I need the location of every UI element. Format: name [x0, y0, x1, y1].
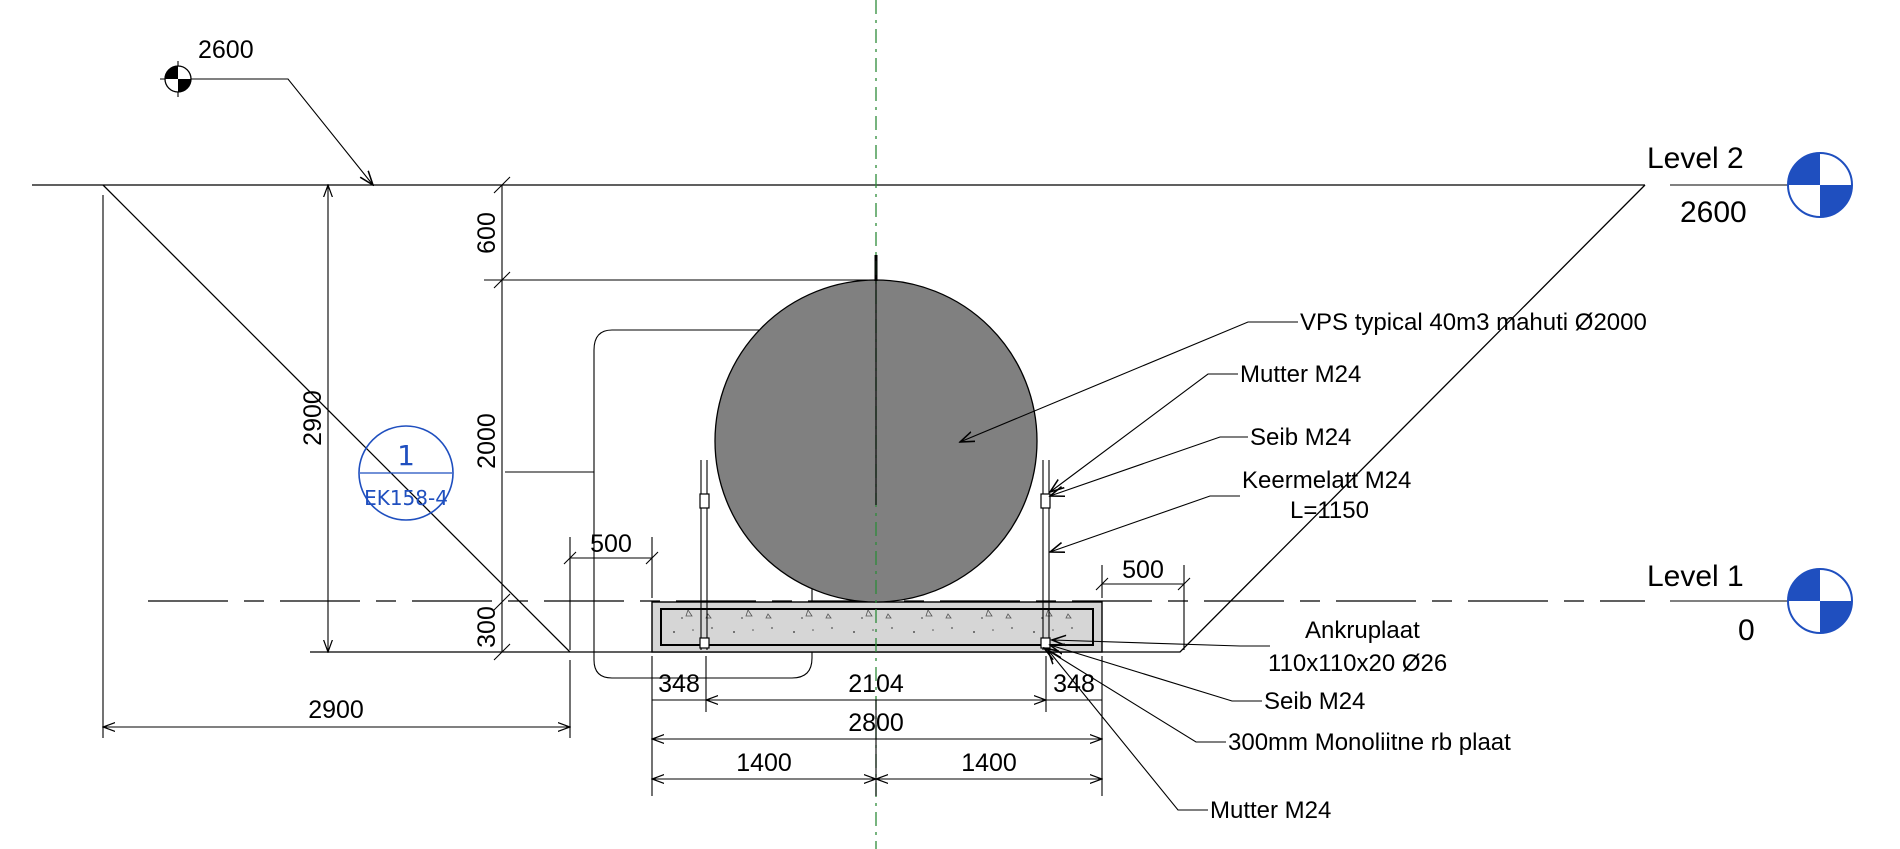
- label-washer-bottom[interactable]: Seib M24: [1050, 645, 1365, 715]
- dim-bottom-chains: 348 2104 348 2800 1400 1400: [652, 656, 1102, 796]
- spot-elevation-value: 2600: [198, 36, 254, 64]
- label-anchor-plate[interactable]: Ankruplaat 110x110x20 Ø26: [1052, 617, 1447, 677]
- dim-left-offset: 500: [563, 530, 659, 650]
- svg-text:Ankruplaat: Ankruplaat: [1305, 617, 1420, 644]
- label-nut-bottom[interactable]: Mutter M24: [1048, 650, 1331, 824]
- section-number: 1: [397, 439, 415, 472]
- svg-text:Keermelatt M24: Keermelatt M24: [1242, 467, 1411, 494]
- level-2-elevation: 2600: [1680, 196, 1747, 229]
- svg-text:2104: 2104: [848, 670, 904, 698]
- level-1-elevation: 0: [1738, 614, 1755, 647]
- svg-text:348: 348: [1053, 670, 1095, 698]
- svg-text:2900: 2900: [299, 390, 327, 446]
- level-2-head[interactable]: Level 2 2600: [1647, 142, 1853, 229]
- svg-text:Seib M24: Seib M24: [1264, 688, 1365, 715]
- label-nut-top[interactable]: Mutter M24: [1050, 361, 1361, 492]
- dim-vertical-chain: 600 2000 300: [473, 176, 876, 661]
- dim-left-width: 2900: [103, 195, 570, 738]
- svg-text:500: 500: [1122, 556, 1164, 584]
- dim-right-offset: 500: [1095, 556, 1191, 650]
- slab-inner-reinforcement: [660, 608, 1094, 646]
- section-sheet: EK158-4: [364, 486, 448, 510]
- label-slab[interactable]: 300mm Monoliitne rb plaat: [1044, 648, 1511, 756]
- svg-text:1400: 1400: [736, 749, 792, 777]
- svg-text:500: 500: [590, 530, 632, 558]
- svg-text:600: 600: [473, 212, 501, 254]
- svg-text:Mutter M24: Mutter M24: [1210, 797, 1331, 824]
- svg-text:2900: 2900: [308, 696, 364, 724]
- dim-total-height: 2900: [299, 185, 328, 652]
- spot-elevation-marker[interactable]: 2600: [160, 36, 373, 185]
- level-1-marker-icon: [1788, 569, 1820, 601]
- label-washer-top[interactable]: Seib M24: [1050, 424, 1351, 496]
- svg-text:300: 300: [473, 606, 501, 648]
- label-threaded-rod[interactable]: Keermelatt M24 L=1150: [1050, 467, 1411, 552]
- svg-text:300mm Monoliitne rb plaat: 300mm Monoliitne rb plaat: [1228, 729, 1511, 756]
- svg-text:1400: 1400: [961, 749, 1017, 777]
- level-1-name: Level 1: [1647, 560, 1744, 593]
- svg-text:110x110x20 Ø26: 110x110x20 Ø26: [1268, 650, 1447, 677]
- svg-text:2000: 2000: [473, 413, 501, 469]
- svg-text:348: 348: [658, 670, 700, 698]
- level-2-marker-icon: [1788, 153, 1820, 185]
- anchor-rod-left[interactable]: [699, 460, 710, 650]
- spot-elevation-icon: [165, 66, 178, 79]
- label-tank[interactable]: VPS typical 40m3 mahuti Ø2000: [960, 309, 1647, 442]
- svg-text:L=1150: L=1150: [1290, 497, 1369, 524]
- level-2-name: Level 2: [1647, 142, 1744, 175]
- svg-text:Seib M24: Seib M24: [1250, 424, 1351, 451]
- svg-text:VPS typical 40m3 mahuti Ø2000: VPS typical 40m3 mahuti Ø2000: [1300, 309, 1647, 336]
- svg-text:Mutter M24: Mutter M24: [1240, 361, 1361, 388]
- section-bubble[interactable]: 1 EK158-4: [358, 425, 454, 521]
- level-1-head[interactable]: Level 1 0: [1647, 560, 1853, 647]
- svg-text:2800: 2800: [848, 709, 904, 737]
